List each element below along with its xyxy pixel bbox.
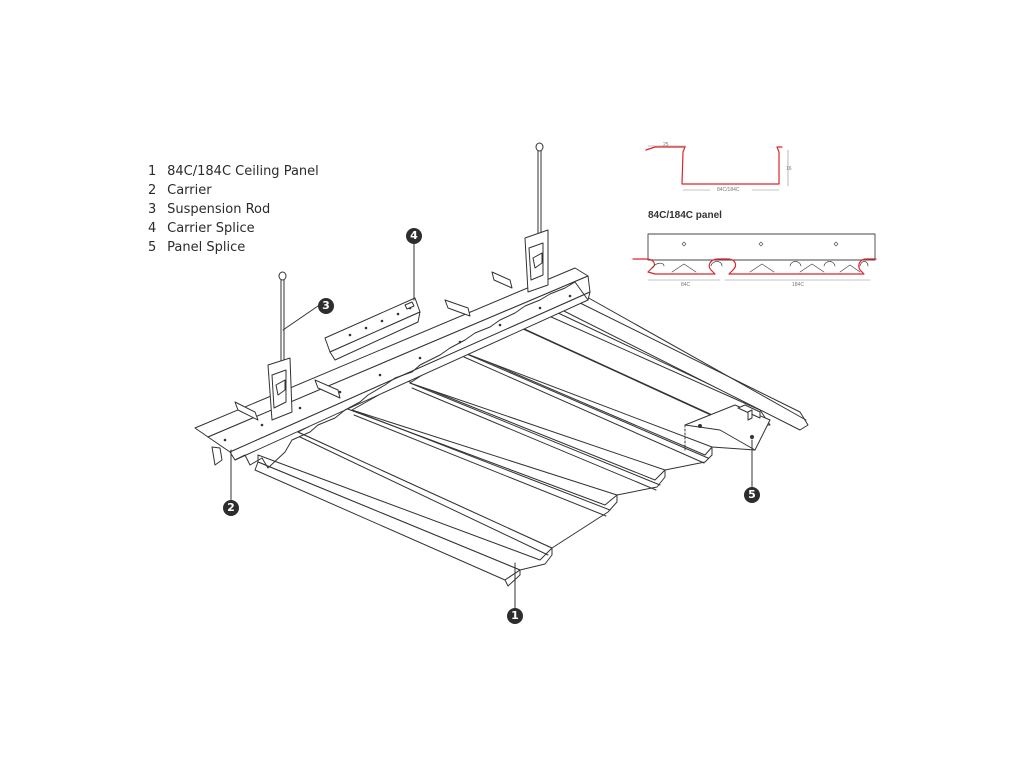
- callout-marker-4: [406, 228, 422, 244]
- callout-2: 2: [227, 501, 235, 514]
- suspension-rod-left: [267, 271, 293, 421]
- panel-strip: [351, 379, 666, 496]
- callout-marker-3: [318, 298, 334, 314]
- callout-marker-5: [744, 487, 760, 503]
- legend-item-5: 5 Panel Splice: [148, 238, 319, 257]
- carrier-notches: [234, 281, 589, 469]
- single-profile-outline: [645, 146, 783, 185]
- combined-profile-outline: [632, 258, 877, 275]
- dim-height: 16: [786, 166, 792, 172]
- profile-title: 84C/184C panel: [648, 210, 722, 221]
- panel-groove-inner: [353, 414, 607, 517]
- carrier-holes: [223, 294, 572, 442]
- suspension-rod-right: [524, 142, 549, 293]
- legend-num: 1: [148, 164, 157, 179]
- callout-5: 5: [748, 488, 756, 501]
- legend-label: Panel Splice: [167, 240, 246, 255]
- panel-groove: [351, 409, 611, 511]
- legend-item-4: 4 Carrier Splice: [148, 219, 319, 238]
- legend-label: Carrier: [167, 183, 212, 198]
- callout-1: 1: [511, 609, 519, 622]
- legend-num: 4: [148, 221, 157, 236]
- carrier: [194, 267, 591, 469]
- panel-groove-inner: [411, 387, 657, 491]
- single-profile-section: [645, 145, 789, 191]
- callout-4: 4: [410, 229, 418, 242]
- callout-markers: [223, 228, 760, 624]
- legend-item-1: 1 84C/184C Ceiling Panel: [148, 162, 319, 181]
- panel-groove: [461, 351, 709, 459]
- panel-groove-inner: [463, 356, 705, 464]
- callout-marker-2: [223, 500, 239, 516]
- panel-strip: [297, 407, 618, 549]
- legend-num: 3: [148, 202, 157, 217]
- callout-3: 3: [322, 299, 330, 312]
- panel-groove-inner: [299, 436, 549, 556]
- panel-splice: [684, 404, 771, 451]
- legend-item-3: 3 Suspension Rod: [148, 200, 319, 219]
- legend: 1 84C/184C Ceiling Panel 2 Carrier 3 Sus…: [148, 162, 319, 257]
- panel-groove: [409, 382, 661, 486]
- panel-strip: [409, 349, 713, 471]
- dim-84c: 84C: [681, 282, 691, 288]
- legend-num: 2: [148, 183, 157, 198]
- legend-label: Carrier Splice: [167, 221, 255, 236]
- dim-width: 25: [663, 142, 669, 148]
- legend-item-2: 2 Carrier: [148, 181, 319, 200]
- legend-label: 84C/184C Ceiling Panel: [167, 164, 319, 179]
- legend-label: Suspension Rod: [167, 202, 271, 217]
- callout-leaders: [230, 243, 753, 609]
- combined-profile-section: [632, 233, 877, 281]
- carrier-splice: [324, 297, 421, 361]
- panel-groove: [577, 291, 807, 421]
- dim-184c: 184C: [792, 282, 804, 288]
- callout-marker-1: [507, 608, 523, 624]
- legend-num: 5: [148, 240, 157, 255]
- dim-single-profile: 84C/184C: [717, 187, 740, 193]
